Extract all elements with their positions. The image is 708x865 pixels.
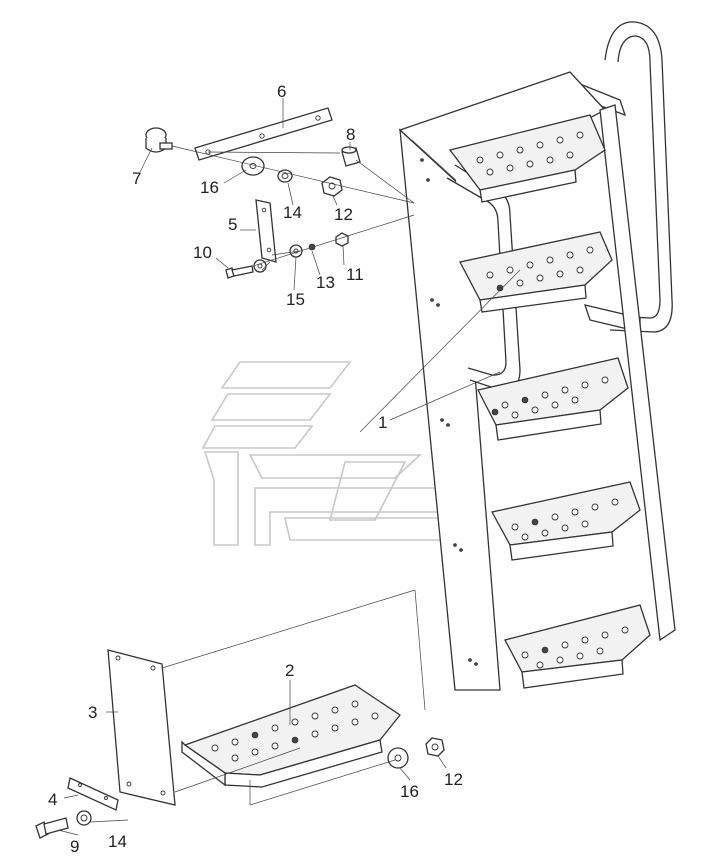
part-4-strip bbox=[67, 777, 119, 811]
ladder-step-5 bbox=[504, 604, 651, 689]
part-14-lock-nut-upper bbox=[277, 169, 293, 183]
callout-8: 8 bbox=[346, 125, 355, 144]
callout-3: 3 bbox=[88, 703, 97, 722]
callout-15: 15 bbox=[286, 290, 305, 309]
callout-14-upper: 14 bbox=[283, 203, 302, 222]
ladder-step-2 bbox=[459, 231, 613, 313]
step-perforations bbox=[476, 131, 629, 669]
part-7-knob bbox=[145, 127, 173, 153]
callout-14-lower: 14 bbox=[108, 832, 127, 851]
callout-13: 13 bbox=[316, 273, 335, 292]
callout-16-lower: 16 bbox=[400, 782, 419, 801]
callout-labels: 1 2 3 4 5 6 7 8 9 10 11 12 12 13 14 14 1… bbox=[48, 82, 463, 856]
part-14-lock-nut-lower bbox=[76, 810, 92, 826]
callout-7: 7 bbox=[132, 169, 141, 188]
callout-2: 2 bbox=[285, 661, 294, 680]
assembly-lines-lower bbox=[161, 589, 426, 806]
callout-9: 9 bbox=[70, 837, 79, 856]
ladder-step-4 bbox=[491, 481, 641, 561]
assembly-lines-upper bbox=[171, 145, 415, 267]
part-3-mounting-plate bbox=[107, 649, 176, 806]
part-10-bolt bbox=[225, 265, 254, 279]
leader-lines bbox=[57, 98, 521, 836]
part-9-bolt bbox=[35, 817, 69, 839]
callout-6: 6 bbox=[277, 82, 286, 101]
part-8-spacer-tube bbox=[341, 146, 361, 167]
callout-16-upper: 16 bbox=[200, 178, 219, 197]
callout-11: 11 bbox=[346, 265, 364, 284]
part-12-hex-nut-lower bbox=[425, 737, 445, 757]
callout-10: 10 bbox=[193, 243, 212, 262]
part-11-nut bbox=[335, 232, 349, 247]
callout-12-lower: 12 bbox=[444, 770, 463, 789]
callout-4: 4 bbox=[48, 790, 57, 809]
part-16-washer-lower bbox=[387, 747, 409, 769]
callout-12-upper: 12 bbox=[334, 205, 353, 224]
callout-5: 5 bbox=[228, 215, 237, 234]
ladder-assembly bbox=[398, 21, 676, 691]
stringer-fastener-dots bbox=[420, 158, 478, 666]
part-5-plate bbox=[255, 199, 277, 263]
part-2-step bbox=[181, 684, 401, 788]
ladder-step-3 bbox=[477, 357, 629, 441]
part-16-washer-upper bbox=[241, 156, 265, 176]
part-12-hex-nut-upper bbox=[321, 176, 343, 197]
callout-1: 1 bbox=[378, 413, 387, 432]
